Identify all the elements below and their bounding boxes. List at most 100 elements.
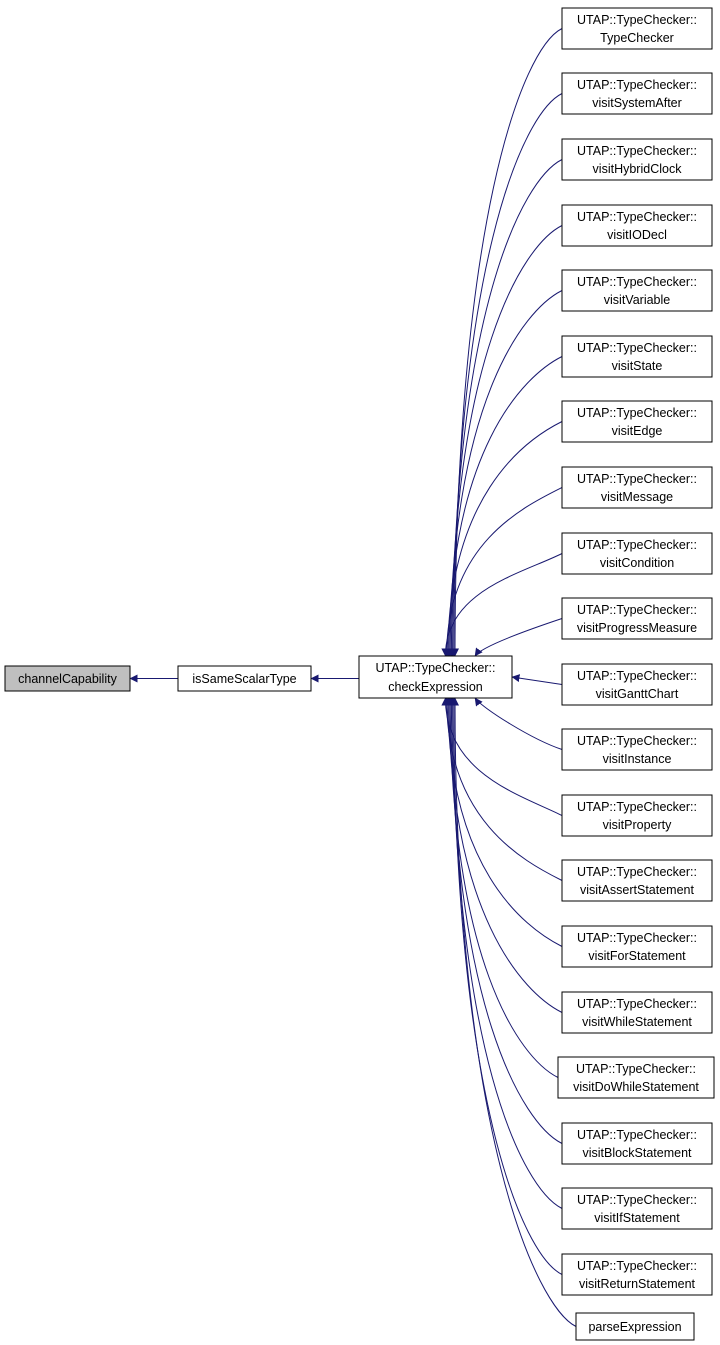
node-is-same-scalar-type[interactable]: isSameScalarType <box>177 665 312 692</box>
edge-visit-assert-statement-to-check-expression <box>442 697 563 881</box>
edge-visit-property-to-check-expression <box>441 697 563 816</box>
edge-visit-condition-to-check-expression <box>441 553 563 657</box>
node-check-expression[interactable]: UTAP::TypeChecker:: checkExpression <box>358 655 513 699</box>
node-visit-system-after[interactable]: UTAP::TypeChecker::visitSystemAfter <box>561 72 713 115</box>
node-visit-condition-line1: UTAP::TypeChecker:: <box>577 538 697 552</box>
node-visit-message-box <box>561 466 713 509</box>
caller-nodes: UTAP::TypeChecker::TypeCheckerUTAP::Type… <box>557 7 715 1341</box>
edge-visit-progress-measure-to-check-expression <box>474 618 563 657</box>
node-visit-if-statement-box <box>561 1187 713 1230</box>
node-visit-block-statement[interactable]: UTAP::TypeChecker::visitBlockStatement <box>561 1122 713 1165</box>
node-visit-return-statement-line2: visitReturnStatement <box>579 1277 696 1291</box>
node-visit-message[interactable]: UTAP::TypeChecker::visitMessage <box>561 466 713 509</box>
node-visit-instance[interactable]: UTAP::TypeChecker::visitInstance <box>561 728 713 771</box>
node-check-expression-line1: UTAP::TypeChecker:: <box>376 661 496 675</box>
node-visit-hybrid-clock[interactable]: UTAP::TypeChecker::visitHybridClock <box>561 138 713 181</box>
edge-visit-return-statement-to-check-expression <box>449 697 563 1275</box>
node-visit-condition-line2: visitCondition <box>600 556 674 570</box>
node-visit-message-line1: UTAP::TypeChecker:: <box>577 472 697 486</box>
node-visit-block-statement-line2: visitBlockStatement <box>582 1146 692 1160</box>
node-visit-gantt-chart-line1: UTAP::TypeChecker:: <box>577 669 697 683</box>
node-type-checker-line1: UTAP::TypeChecker:: <box>577 13 697 27</box>
edge-visit-block-statement-to-check-expression <box>447 697 563 1144</box>
node-visit-variable-box <box>561 269 713 312</box>
node-visit-state-box <box>561 335 713 378</box>
edge-visit-do-while-statement-to-check-expression <box>446 697 559 1078</box>
node-visit-iodecl[interactable]: UTAP::TypeChecker::visitIODecl <box>561 204 713 247</box>
node-visit-for-statement-box <box>561 925 713 968</box>
node-visit-do-while-statement-line2: visitDoWhileStatement <box>573 1080 699 1094</box>
node-visit-progress-measure-box <box>561 597 713 640</box>
graph-edges <box>129 28 577 1327</box>
node-visit-block-statement-line1: UTAP::TypeChecker:: <box>577 1128 697 1142</box>
edge-visit-iodecl-to-check-expression <box>447 225 563 657</box>
node-visit-variable-line2: visitVariable <box>604 293 671 307</box>
node-visit-while-statement-line1: UTAP::TypeChecker:: <box>577 997 697 1011</box>
node-channel-capability-label: channelCapability <box>18 672 117 686</box>
node-visit-for-statement-line2: visitForStatement <box>588 949 686 963</box>
node-visit-property[interactable]: UTAP::TypeChecker::visitProperty <box>561 794 713 837</box>
node-visit-iodecl-box <box>561 204 713 247</box>
node-visit-assert-statement[interactable]: UTAP::TypeChecker::visitAssertStatement <box>561 859 713 902</box>
node-visit-if-statement[interactable]: UTAP::TypeChecker::visitIfStatement <box>561 1187 713 1230</box>
edge-visit-instance-to-check-expression <box>474 697 563 750</box>
edge-visit-gantt-chart-to-check-expression <box>511 674 563 685</box>
node-visit-variable[interactable]: UTAP::TypeChecker::visitVariable <box>561 269 713 312</box>
node-visit-iodecl-line2: visitIODecl <box>607 228 667 242</box>
node-visit-return-statement-box <box>561 1253 713 1296</box>
node-visit-assert-statement-line1: UTAP::TypeChecker:: <box>577 865 697 879</box>
edge-visit-edge-to-check-expression <box>443 421 563 657</box>
node-visit-do-while-statement-box <box>557 1056 715 1099</box>
node-visit-for-statement[interactable]: UTAP::TypeChecker::visitForStatement <box>561 925 713 968</box>
node-visit-return-statement[interactable]: UTAP::TypeChecker::visitReturnStatement <box>561 1253 713 1296</box>
node-visit-property-box <box>561 794 713 837</box>
node-visit-state[interactable]: UTAP::TypeChecker::visitState <box>561 335 713 378</box>
node-parse-expression[interactable]: parseExpression <box>575 1312 695 1341</box>
edge-visit-message-to-check-expression <box>442 487 563 657</box>
node-visit-block-statement-box <box>561 1122 713 1165</box>
node-visit-while-statement[interactable]: UTAP::TypeChecker::visitWhileStatement <box>561 991 713 1034</box>
edge-visit-state-to-check-expression <box>445 356 563 657</box>
node-visit-edge[interactable]: UTAP::TypeChecker::visitEdge <box>561 400 713 443</box>
node-visit-gantt-chart-line2: visitGanttChart <box>596 687 679 701</box>
edge-visit-if-statement-to-check-expression <box>448 697 563 1209</box>
node-visit-condition[interactable]: UTAP::TypeChecker::visitCondition <box>561 532 713 575</box>
node-is-same-scalar-type-label: isSameScalarType <box>192 672 296 686</box>
node-visit-property-line2: visitProperty <box>603 818 673 832</box>
node-visit-hybrid-clock-line2: visitHybridClock <box>593 162 683 176</box>
node-visit-do-while-statement[interactable]: UTAP::TypeChecker::visitDoWhileStatement <box>557 1056 715 1099</box>
node-visit-hybrid-clock-line1: UTAP::TypeChecker:: <box>577 144 697 158</box>
node-visit-while-statement-line2: visitWhileStatement <box>582 1015 692 1029</box>
node-parse-expression-box <box>575 1312 695 1341</box>
node-channel-capability[interactable]: channelCapability <box>4 665 131 692</box>
node-visit-property-line1: UTAP::TypeChecker:: <box>577 800 697 814</box>
node-visit-edge-line1: UTAP::TypeChecker:: <box>577 406 697 420</box>
node-visit-assert-statement-line2: visitAssertStatement <box>580 883 694 897</box>
node-visit-if-statement-line1: UTAP::TypeChecker:: <box>577 1193 697 1207</box>
node-visit-progress-measure-line2: visitProgressMeasure <box>577 621 697 635</box>
node-visit-state-line1: UTAP::TypeChecker:: <box>577 341 697 355</box>
node-visit-variable-line1: UTAP::TypeChecker:: <box>577 275 697 289</box>
node-visit-while-statement-box <box>561 991 713 1034</box>
node-visit-gantt-chart[interactable]: UTAP::TypeChecker::visitGanttChart <box>561 663 713 706</box>
node-check-expression-line2: checkExpression <box>388 680 483 694</box>
node-visit-iodecl-line1: UTAP::TypeChecker:: <box>577 210 697 224</box>
node-visit-assert-statement-box <box>561 859 713 902</box>
node-visit-return-statement-line1: UTAP::TypeChecker:: <box>577 1259 697 1273</box>
node-visit-edge-box <box>561 400 713 443</box>
node-visit-progress-measure[interactable]: UTAP::TypeChecker::visitProgressMeasure <box>561 597 713 640</box>
node-visit-system-after-box <box>561 72 713 115</box>
node-visit-instance-line1: UTAP::TypeChecker:: <box>577 734 697 748</box>
node-type-checker-box <box>561 7 713 50</box>
node-visit-state-line2: visitState <box>612 359 663 373</box>
node-type-checker[interactable]: UTAP::TypeChecker::TypeChecker <box>561 7 713 50</box>
node-visit-if-statement-line2: visitIfStatement <box>594 1211 680 1225</box>
node-visit-for-statement-line1: UTAP::TypeChecker:: <box>577 931 697 945</box>
edge-visit-variable-to-check-expression <box>446 290 563 657</box>
edge-visit-system-after-to-check-expression <box>449 93 563 657</box>
node-parse-expression-line1: parseExpression <box>588 1320 681 1334</box>
node-visit-edge-line2: visitEdge <box>612 424 663 438</box>
node-visit-system-after-line1: UTAP::TypeChecker:: <box>577 78 697 92</box>
node-visit-instance-line2: visitInstance <box>603 752 672 766</box>
node-visit-hybrid-clock-box <box>561 138 713 181</box>
